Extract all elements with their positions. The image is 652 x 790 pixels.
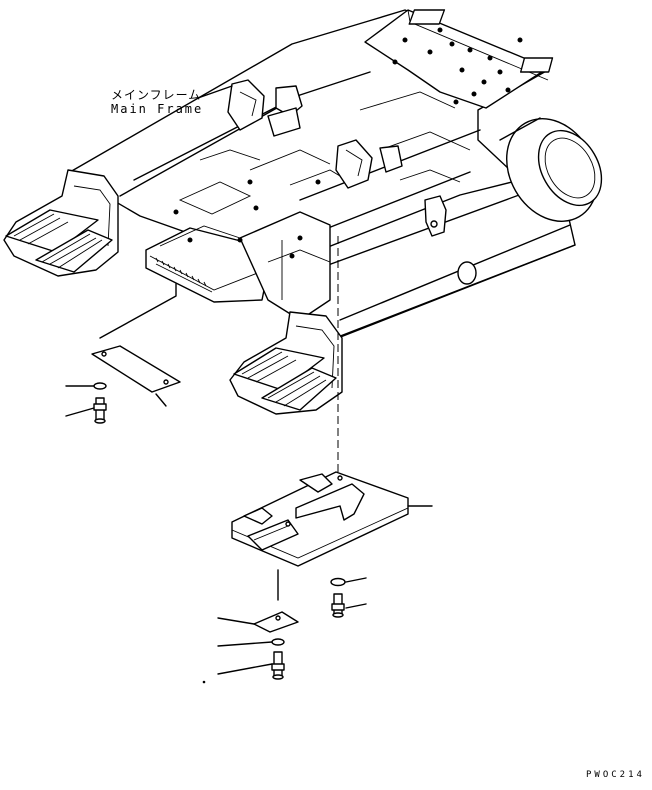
idler-wheel (499, 117, 603, 222)
main-frame (69, 9, 576, 341)
main-frame-leader (197, 85, 233, 99)
main-frame-label-en: Main Frame (111, 102, 204, 116)
front-track-frame-end (229, 311, 343, 415)
drawing-code: PWOC214 (586, 770, 645, 780)
left-cover-assembly (65, 283, 181, 424)
left-track-frame-end (3, 169, 119, 277)
main-frame-label-jp: メインフレーム (111, 88, 202, 102)
center-cover-assembly (202, 236, 433, 684)
